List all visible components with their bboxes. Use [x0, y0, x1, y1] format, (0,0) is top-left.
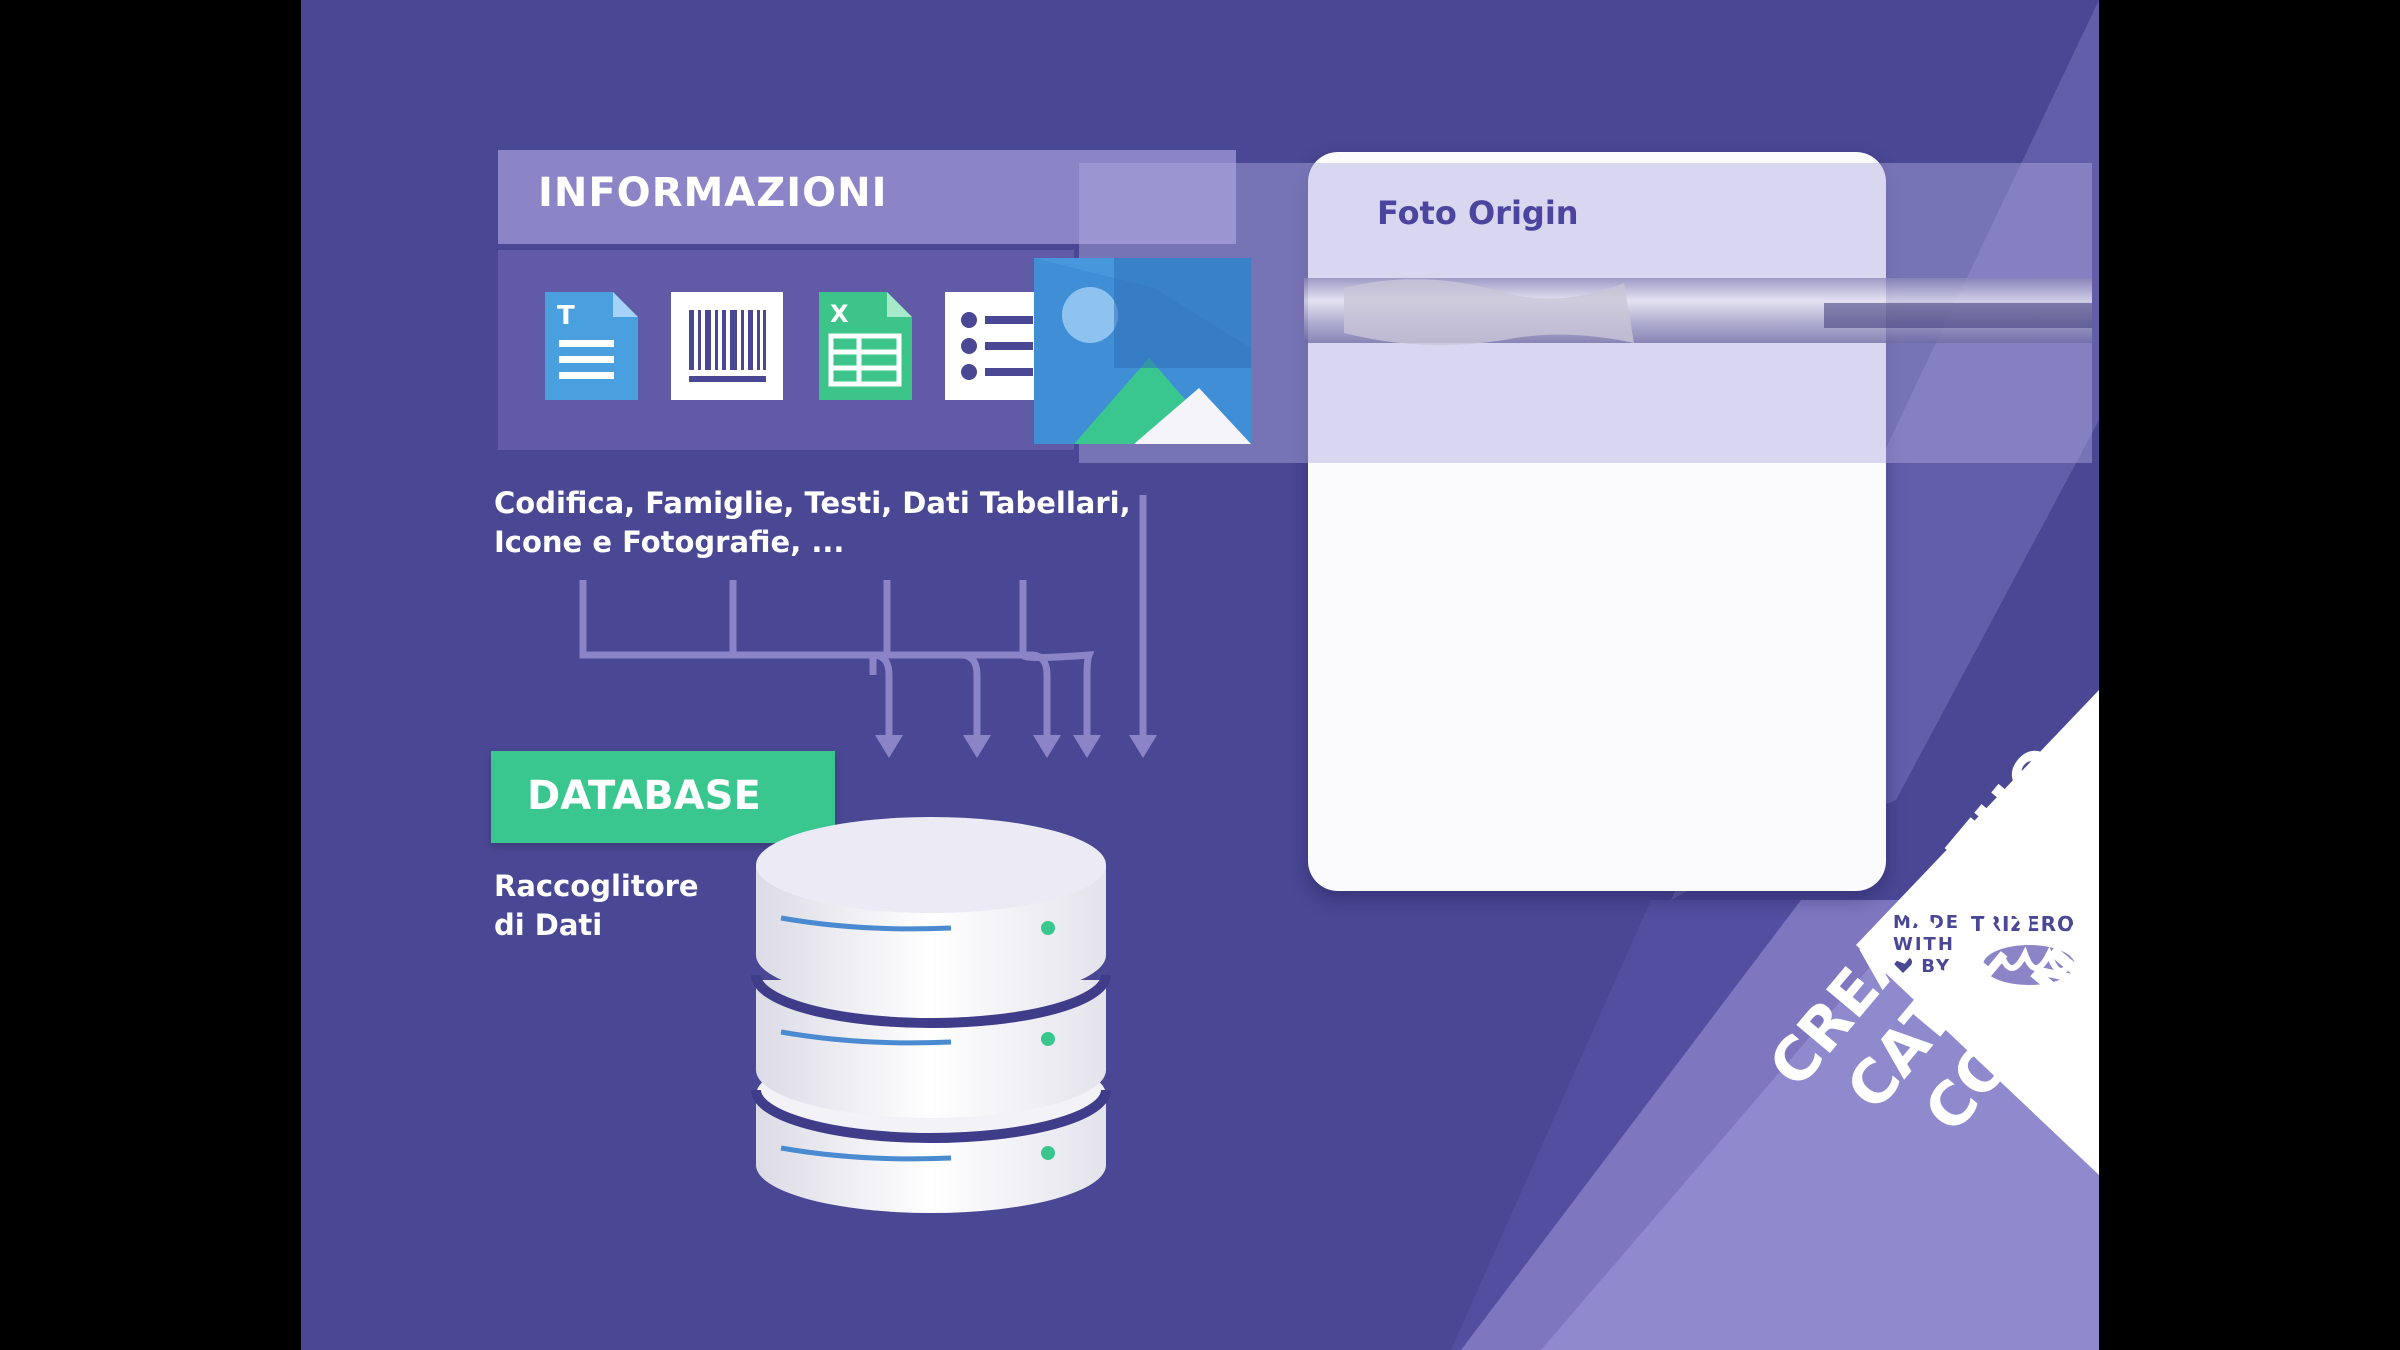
- made-line: WITH: [1893, 934, 1955, 955]
- made-line: BY: [1893, 956, 1960, 978]
- caption-line: Codifica, Famiglie, Testi, Dati Tabellar…: [494, 486, 1131, 520]
- informazioni-header: INFORMAZIONI: [498, 150, 1236, 244]
- image-icon: [1034, 258, 1251, 444]
- flow-arrows: [579, 495, 1157, 758]
- made-with-text: MADE WITH BY: [1893, 912, 1960, 978]
- database-icon: [751, 817, 1111, 1213]
- spreadsheet-icon: X: [819, 292, 912, 400]
- database-caption: Raccoglitore di Dati: [494, 867, 754, 945]
- database-label-box: DATABASE: [491, 751, 835, 843]
- informazioni-title: INFORMAZIONI: [538, 170, 888, 216]
- made-with-badge: MADE WITH BY TRIZERO: [1893, 900, 2093, 1010]
- caption-line: di Dati: [494, 908, 603, 942]
- heart-icon: [1894, 957, 1912, 973]
- svg-text:T: T: [557, 301, 575, 331]
- slide: INFORMAZIONI T X: [301, 0, 2099, 1350]
- badge-triangle: [1856, 690, 2099, 1175]
- svg-text:X: X: [830, 300, 849, 328]
- brand-name: TRIZERO: [1971, 912, 2076, 936]
- made-by: BY: [1921, 956, 1952, 977]
- photo-title: Foto Origin: [1377, 194, 1579, 232]
- text-document-icon: T: [545, 292, 638, 400]
- caption-line: Raccoglitore: [494, 869, 699, 903]
- drill-bit-photo: [1304, 278, 2092, 346]
- made-line: MADE: [1893, 912, 1961, 933]
- informazioni-caption: Codifica, Famiglie, Testi, Dati Tabellar…: [494, 484, 1134, 562]
- database-label: DATABASE: [527, 773, 761, 819]
- caption-line: Icone e Fotografie, ...: [494, 525, 845, 559]
- informazioni-icon-panel: T X: [498, 250, 1074, 450]
- barcode-icon: [671, 292, 783, 400]
- photo-card: [1308, 152, 1886, 891]
- list-icon: [945, 292, 1045, 400]
- trizero-logo: [1983, 945, 2075, 985]
